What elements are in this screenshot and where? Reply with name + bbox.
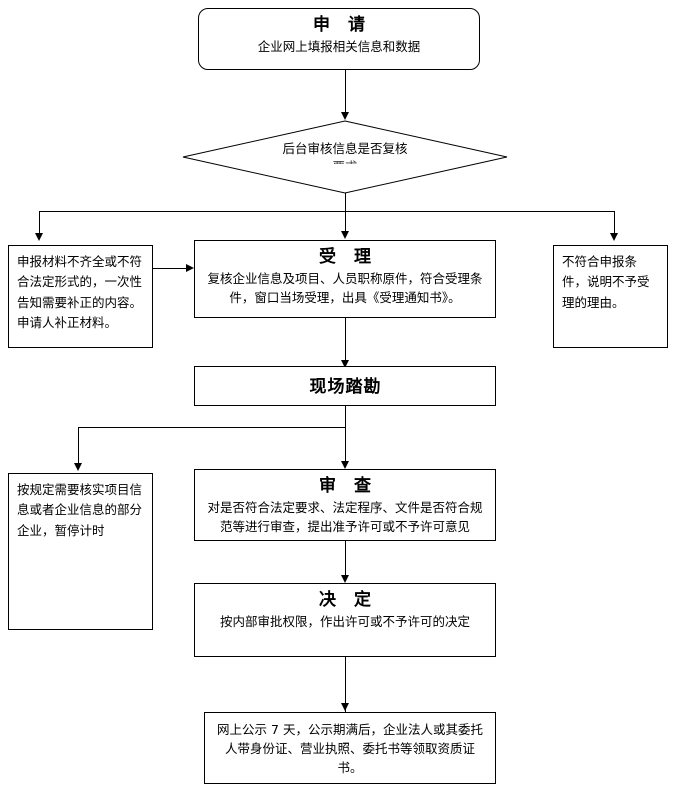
edge-accept-survey-line xyxy=(345,318,346,362)
node-review-desc: 对是否符合法定要求、法定程序、文件是否符合规范等进行审查，提出准予许可或不予许可… xyxy=(207,499,483,534)
node-apply-desc: 企业网上填报相关信息和数据 xyxy=(257,38,421,54)
node-review-title: 审 查 xyxy=(319,476,377,496)
node-pause[interactable]: 按规定需要核实项目信息或者企业信息的部分企业，暂停计时 xyxy=(8,473,153,630)
node-reject[interactable]: 不符合申报条件，说明不予受理的理由。 xyxy=(553,245,668,348)
node-publicity-text: 网上公示 7 天，公示期满后，企业法人或其委托人带身份证、营业执照、委托书等领取… xyxy=(217,722,483,775)
node-decide[interactable]: 决 定 按内部审批权限，作出许可或不予许可的决定 xyxy=(194,583,496,657)
node-decide-desc: 按内部审批权限，作出许可或不予许可的决定 xyxy=(219,613,470,629)
node-supplement[interactable]: 申报材料不齐全或不符合法定形式的，一次性告知需要补正的内容。申请人补正材料。 xyxy=(8,245,153,348)
edge-bus-accept-arrow xyxy=(340,231,349,239)
node-publicity[interactable]: 网上公示 7 天，公示期满后，企业法人或其委托人带身份证、营业执照、委托书等领取… xyxy=(204,712,496,784)
node-accept[interactable]: 受 理 复核企业信息及项目、人员职称原件，符合受理条件，窗口当场受理，出具《受理… xyxy=(194,240,496,318)
edge-review-decide-arrow xyxy=(340,575,349,583)
node-apply-title: 申 请 xyxy=(313,15,371,35)
edge-bus-supplement-line xyxy=(39,211,40,235)
node-accept-desc: 复核企业信息及项目、人员职称原件，符合受理条件，窗口当场受理，出具《受理通知书》… xyxy=(207,270,483,305)
node-reject-text: 不符合申报条件，说明不予受理的理由。 xyxy=(562,254,650,310)
edge-bus-accept-line xyxy=(345,211,346,233)
edge-apply-decision-arrow xyxy=(340,112,349,120)
edge-decide-publicity-line xyxy=(345,657,346,712)
edge-review-decide-line xyxy=(345,541,346,581)
node-accept-title: 受 理 xyxy=(319,247,377,267)
edge-bus2-pause-arrow xyxy=(73,463,82,471)
edge-bus-supplement-arrow xyxy=(34,233,43,241)
edge-bus2-review-arrow xyxy=(340,461,349,469)
edge-supplement-accept-arrow xyxy=(186,263,194,272)
edge-survey-bus xyxy=(78,427,346,428)
edge-apply-decision-line xyxy=(345,70,346,114)
node-review[interactable]: 审 查 对是否符合法定要求、法定程序、文件是否符合规范等进行审查，提出准予许可或… xyxy=(194,469,496,541)
node-pause-text: 按规定需要核实项目信息或者企业信息的部分企业，暂停计时 xyxy=(17,482,143,538)
decision-diamond-shape xyxy=(182,120,508,194)
node-decision[interactable]: 后台审核信息是否复核 要求 xyxy=(182,120,508,194)
edge-accept-survey-arrow xyxy=(340,360,349,368)
edge-decision-stem xyxy=(345,193,346,212)
edge-survey-stem xyxy=(345,406,346,428)
node-survey-title: 现场踏勘 xyxy=(309,377,382,397)
node-decide-title: 决 定 xyxy=(319,590,377,610)
node-apply[interactable]: 申 请 企业网上填报相关信息和数据 xyxy=(198,8,480,70)
edge-bus-reject-arrow xyxy=(609,233,618,241)
edge-decision-bus xyxy=(39,211,615,212)
edge-bus2-pause-line xyxy=(78,427,79,465)
edge-bus2-review-line xyxy=(345,427,346,465)
edge-bus-reject-line xyxy=(614,211,615,235)
node-supplement-text: 申报材料不齐全或不符合法定形式的，一次性告知需要补正的内容。申请人补正材料。 xyxy=(17,254,143,330)
node-survey[interactable]: 现场踏勘 xyxy=(194,366,496,406)
edge-decide-publicity-arrow xyxy=(340,703,349,711)
edge-supplement-accept-line xyxy=(153,268,187,269)
